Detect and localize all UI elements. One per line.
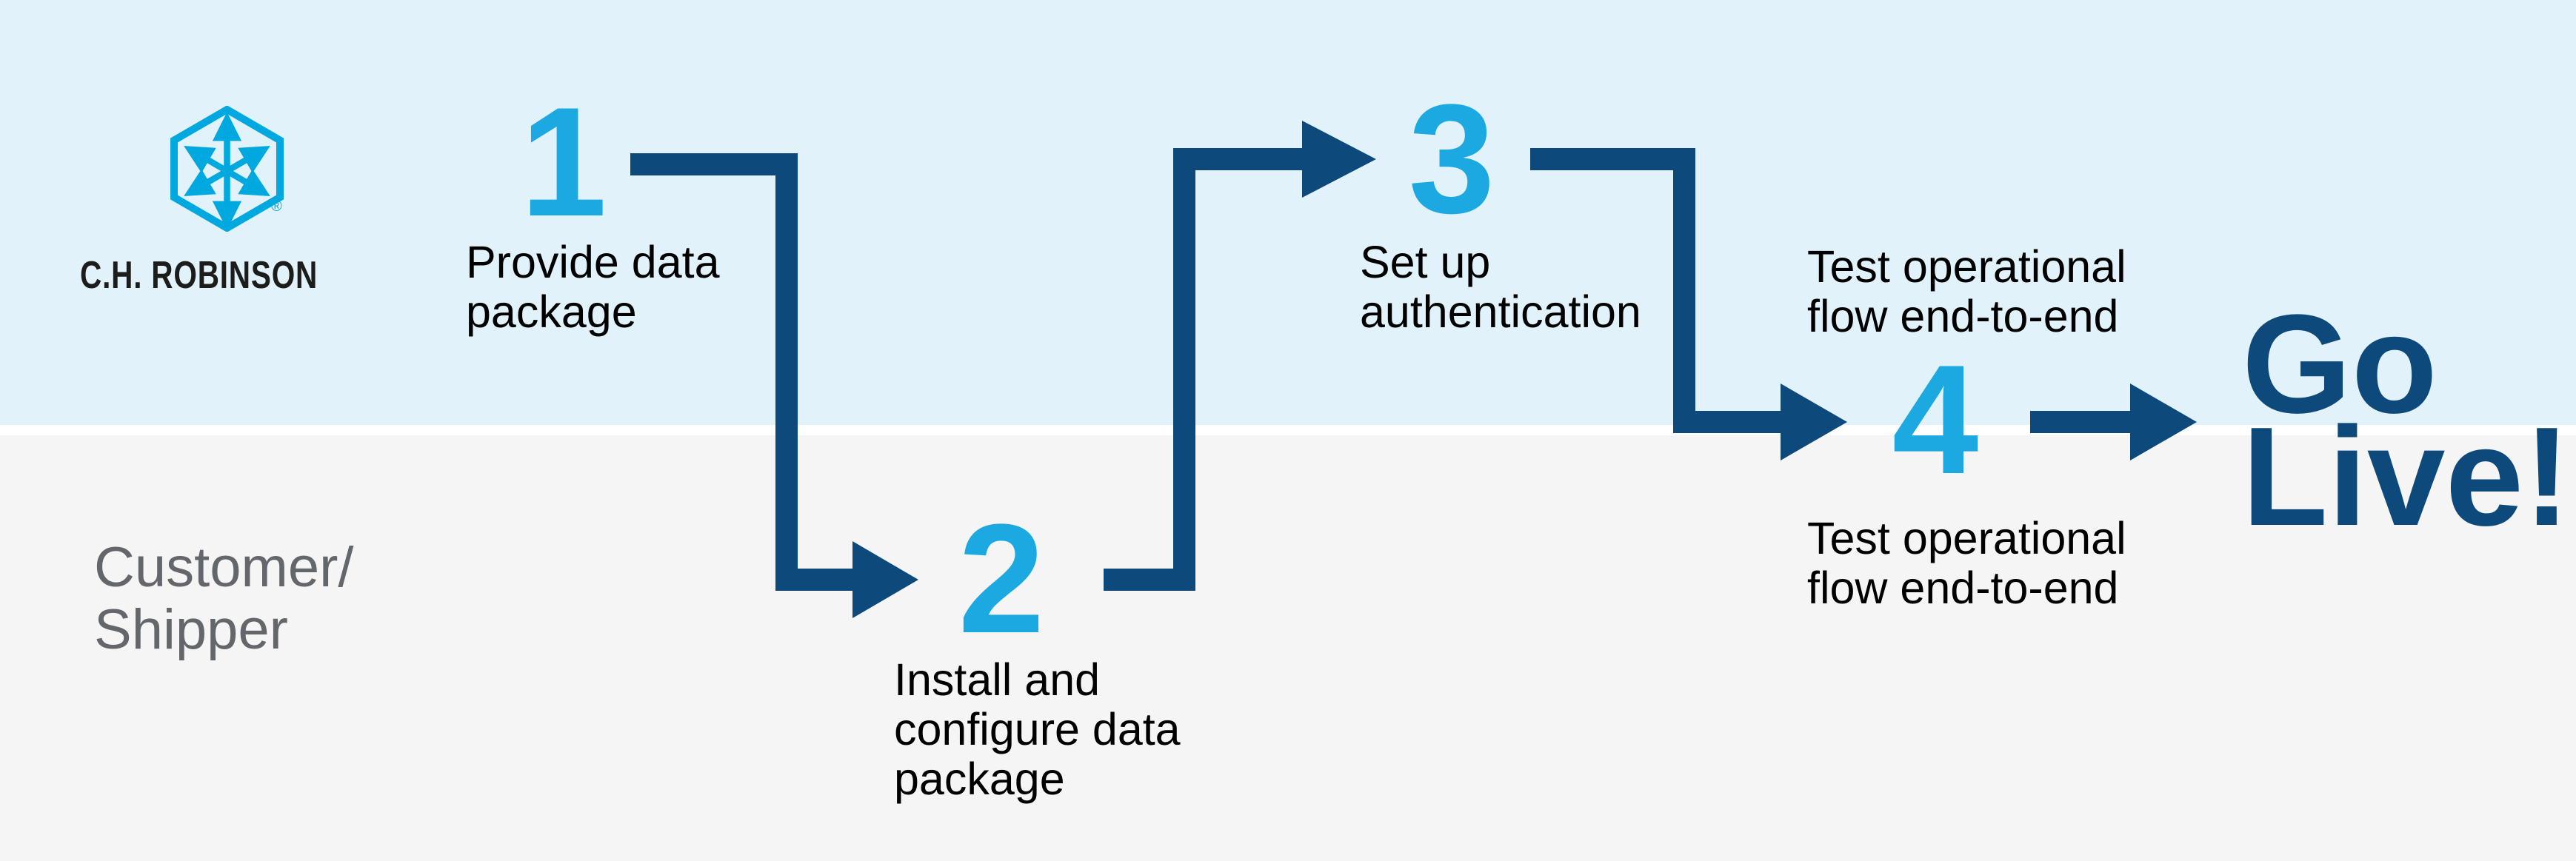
chrobinson-lane-background: [0, 0, 2576, 425]
step-3-number: 3: [1408, 72, 1495, 246]
go-live-line-2: Live!: [2242, 398, 2571, 555]
step-1-label: Provide data package: [466, 238, 720, 337]
customer-lane-label-line-2: Shipper: [94, 598, 288, 661]
step-2-label-line-2: configure data: [894, 704, 1181, 754]
step-1-label-line-2: package: [466, 287, 637, 337]
step-4-label-above-line-2: flow end-to-end: [1807, 291, 2119, 341]
flow-arrow-1-icon: [630, 153, 918, 618]
step-4-number: 4: [1892, 332, 1979, 506]
step-2-label: Install and configure data package: [894, 655, 1181, 804]
go-live-line-1: Go: [2242, 286, 2437, 443]
flow-arrow-2-icon: [1104, 121, 1376, 591]
registered-trademark-symbol: ®: [271, 198, 282, 215]
flow-arrow-4-icon: [2030, 383, 2197, 460]
go-live-title: Go Live!: [2242, 286, 2571, 555]
step-3-label-line-1: Set up: [1360, 237, 1491, 287]
chr-hexagon-logo-icon: [170, 106, 284, 232]
step-2-label-line-3: package: [894, 754, 1065, 804]
step-2-number: 2: [958, 492, 1045, 666]
company-name: C.H. ROBINSON: [80, 254, 318, 297]
step-1-number: 1: [520, 75, 607, 249]
step-2-label-line-1: Install and: [894, 654, 1101, 705]
step-4-label-above-line-1: Test operational: [1807, 241, 2126, 292]
customer-lane-label: Customer/ Shipper: [94, 537, 354, 661]
step-1-label-line-1: Provide data: [466, 237, 720, 287]
chr-logo: ®: [170, 106, 363, 298]
flow-arrow-3-icon: [1530, 148, 1847, 460]
step-4-label-below-line-2: flow end-to-end: [1807, 563, 2119, 613]
customer-lane-background: [0, 435, 2576, 861]
customer-lane-label-line-1: Customer/: [94, 536, 354, 599]
step-3-label: Set up authentication: [1360, 238, 1641, 337]
step-4-label-above: Test operational flow end-to-end: [1807, 242, 2126, 341]
step-4-label-below-line-1: Test operational: [1807, 513, 2126, 563]
step-3-label-line-2: authentication: [1360, 287, 1641, 337]
step-4-label-below: Test operational flow end-to-end: [1807, 514, 2126, 613]
